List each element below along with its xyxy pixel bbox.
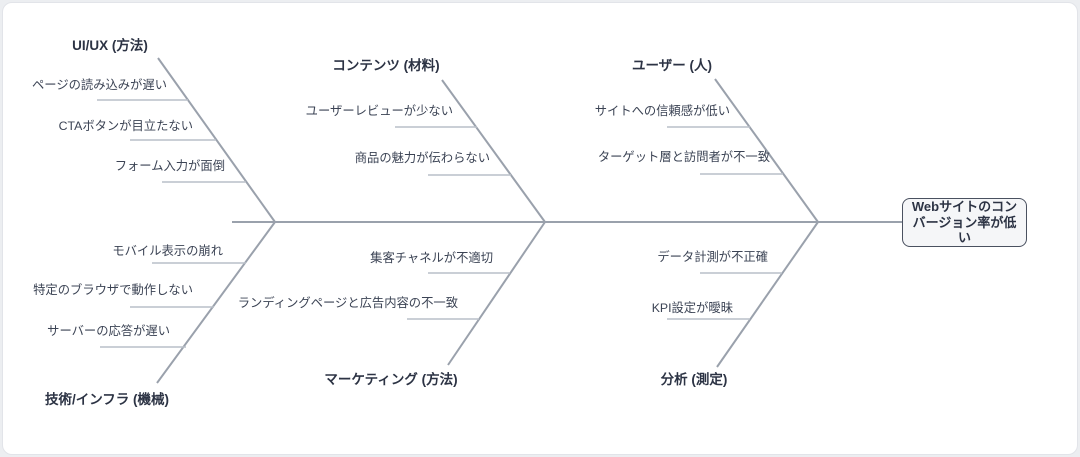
branch-label-marketing: マーケティング (方法) xyxy=(324,372,458,387)
cause-label: モバイル表示の崩れ xyxy=(112,244,223,258)
cause-label: CTAボタンが目立たない xyxy=(58,119,193,133)
cause-label: 商品の魅力が伝わらない xyxy=(354,151,490,165)
branch-label-uiux: UI/UX (方法) xyxy=(72,38,148,53)
branch-label-analysis: 分析 (測定) xyxy=(660,372,728,387)
branch-label-tech-infra: 技術/インフラ (機械) xyxy=(44,392,170,407)
cause-label: ユーザーレビューが少ない xyxy=(305,104,453,118)
problem-label: Webサイトのコンバージョン率が低い xyxy=(911,199,1018,246)
branch-label-user: ユーザー (人) xyxy=(632,58,712,73)
cause-label: 特定のブラウザで動作しない xyxy=(33,283,193,297)
cause-label: フォーム入力が面倒 xyxy=(114,159,225,173)
cause-label: サイトへの信頼感が低い xyxy=(594,104,730,118)
cause-label: KPI設定が曖昧 xyxy=(651,301,733,315)
cause-label: ページの読み込みが遅い xyxy=(31,78,167,92)
cause-label: データ計測が不正確 xyxy=(657,250,768,264)
cause-label: 集客チャネルが不適切 xyxy=(370,251,493,265)
cause-label: ランディングページと広告内容の不一致 xyxy=(237,296,458,310)
cause-label: サーバーの応答が遅い xyxy=(47,324,170,338)
cause-label: ターゲット層と訪問者が不一致 xyxy=(597,150,770,164)
branch-label-content: コンテンツ (材料) xyxy=(332,58,440,73)
problem-box: Webサイトのコンバージョン率が低い xyxy=(902,198,1027,247)
